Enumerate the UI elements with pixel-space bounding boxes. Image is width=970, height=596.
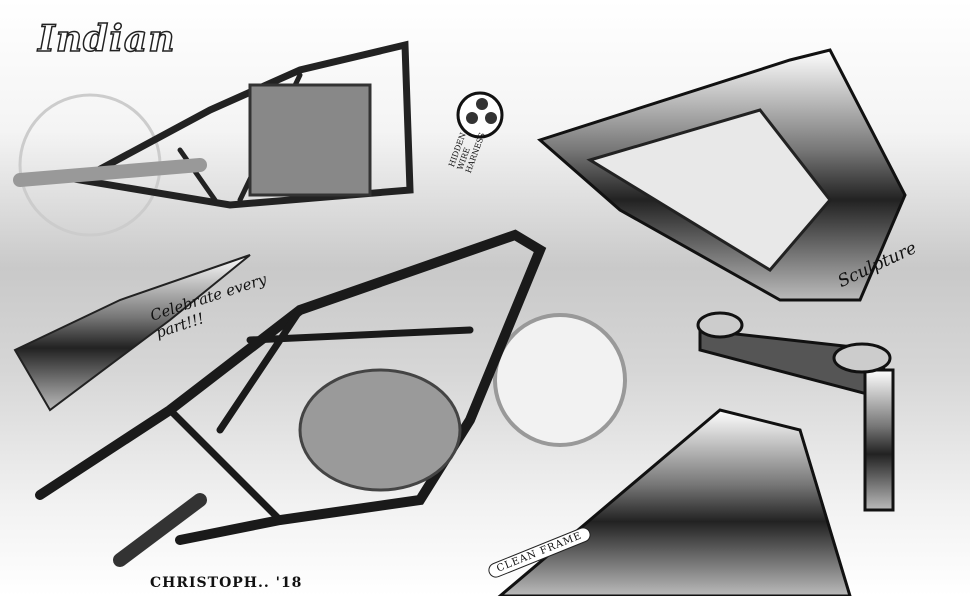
neck-detail-sketch — [497, 311, 895, 596]
main-frame-sketch — [35, 229, 627, 567]
triangle-casting-sketch — [537, 48, 907, 302]
artist-signature: CHRISTOPH.. '18 — [150, 575, 303, 591]
wire-harness-detail — [456, 91, 504, 139]
top-frame-sketch — [13, 40, 414, 237]
part-detail-sketch — [13, 254, 251, 412]
indian-logo: Indian — [37, 17, 176, 61]
